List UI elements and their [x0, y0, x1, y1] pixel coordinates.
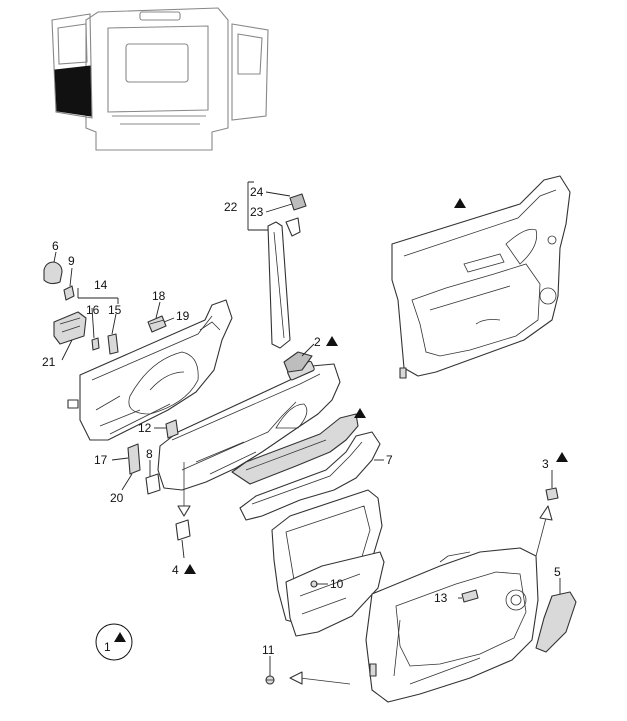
callout-10: 10: [330, 577, 344, 591]
callout-15: 15: [108, 303, 122, 317]
callout-21: 21: [42, 355, 56, 369]
callout-9: 9: [68, 254, 75, 268]
callout-4: 4: [172, 563, 179, 577]
callout-22: 22: [224, 200, 238, 214]
callout-16: 16: [86, 303, 100, 317]
door-trim-lower: [365, 547, 539, 703]
part-13-clip: [461, 589, 479, 603]
part-22-pillar-trim: [267, 217, 301, 349]
part-23-24-clip: [289, 193, 307, 211]
part-6-cap: [43, 261, 63, 285]
callout-1-circle: 1: [95, 623, 133, 661]
leader-lines: [53, 181, 561, 676]
callout-6: 6: [52, 239, 59, 253]
part-17-bracket: [127, 443, 141, 475]
part-4-cap: [175, 519, 191, 541]
callout-1: 1: [104, 640, 111, 654]
door-shell: [271, 489, 385, 637]
triangle-marker-4: [184, 564, 196, 574]
door-trim-panel: [157, 360, 341, 491]
part-8-cover: [145, 473, 161, 495]
callout-20: 20: [110, 491, 124, 505]
callout-17: 17: [94, 453, 108, 467]
callout-5: 5: [554, 565, 561, 579]
part-7-armrest: [231, 413, 381, 521]
callout-13: 13: [434, 591, 448, 605]
highlighted-door-panel: [54, 65, 92, 117]
triangle-marker-2: [326, 336, 338, 346]
callout-3: 3: [542, 457, 549, 471]
part-9-clip: [63, 285, 75, 301]
callout-labels: 6 9 14 16 15 18 19 21 12 17 8 20 4 2 7 3…: [42, 185, 561, 657]
callout-11: 11: [262, 643, 275, 657]
direction-arrows: [177, 462, 553, 685]
callout-23: 23: [250, 205, 264, 219]
part-11-screw: [265, 675, 275, 685]
callout-8: 8: [146, 447, 153, 461]
callout-14: 14: [94, 278, 108, 292]
callout-12: 12: [138, 421, 152, 435]
inner-door-frame: [67, 299, 233, 441]
triangle-marker-armrest: [354, 408, 366, 418]
callout-19: 19: [176, 309, 190, 323]
triangle-marker-upper-trim: [454, 198, 466, 208]
door-trim-assembled-upper: [391, 175, 571, 379]
triangle-markers: [184, 198, 568, 574]
part-16-clip: [91, 337, 100, 351]
callout-24: 24: [250, 185, 264, 199]
triangle-marker-3: [556, 452, 568, 462]
callout-18: 18: [152, 289, 166, 303]
callout-7: 7: [386, 453, 393, 467]
part-15-clip: [107, 333, 119, 355]
part-12-clip: [165, 419, 179, 439]
part-18-bracket: [147, 315, 167, 333]
triangle-marker-1: [114, 632, 126, 642]
cabin-locator-view: [51, 7, 269, 151]
callout-2: 2: [314, 335, 321, 349]
part-21-handle-bracket: [53, 311, 87, 345]
part-5-corner-cover: [535, 591, 577, 653]
part-3-fastener: [545, 487, 559, 501]
part-2-switch-bezel: [283, 351, 313, 373]
